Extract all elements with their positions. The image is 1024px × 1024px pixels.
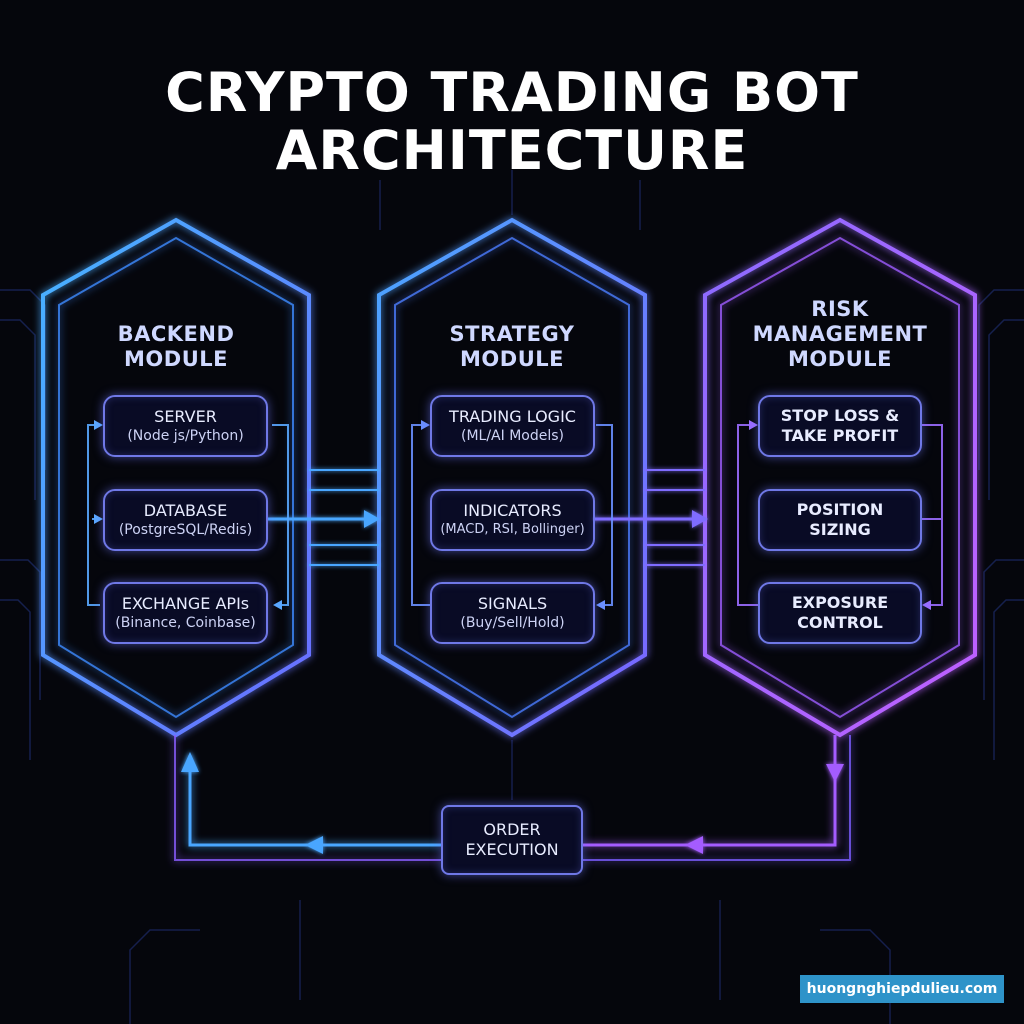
strategy-title: STRATEGY MODULE <box>412 322 612 372</box>
exposure-label: EXPOSURE <box>791 593 889 612</box>
sizing-label: SIZING <box>809 520 871 539</box>
backend-title-line1: BACKEND <box>117 322 235 346</box>
arrow-up-icon <box>181 752 199 772</box>
risk-hexagon <box>703 217 977 738</box>
exchange-apis-box: EXCHANGE APIs (Binance, Coinbase) <box>103 582 268 644</box>
strategy-to-risk-connector <box>592 469 705 566</box>
page-title-line2: ARCHITECTURE <box>275 119 749 182</box>
strategy-title-line2: MODULE <box>460 347 564 371</box>
server-label: SERVER <box>154 407 217 426</box>
strategy-hexagon <box>377 217 647 738</box>
arrow-to-strategy-icon <box>364 510 380 528</box>
risk-title-line1: RISK <box>811 297 869 321</box>
stop-loss-label: STOP LOSS & <box>780 406 900 425</box>
backend-title-line2: MODULE <box>124 347 228 371</box>
backend-title: BACKEND MODULE <box>76 322 276 372</box>
order-label: ORDER <box>483 820 541 839</box>
strategy-title-line1: STRATEGY <box>449 322 575 346</box>
trading-logic-box: TRADING LOGIC (ML/AI Models) <box>430 395 595 457</box>
page-title-line1: CRYPTO TRADING BOT <box>165 61 859 124</box>
arrow-down-icon <box>826 764 844 782</box>
exchange-apis-detail: (Binance, Coinbase) <box>115 615 256 631</box>
position-sizing-box: POSITION SIZING <box>758 489 922 551</box>
arrow-to-risk-icon <box>692 510 708 528</box>
position-label: POSITION <box>796 500 884 519</box>
database-box: DATABASE (PostgreSQL/Redis) <box>103 489 268 551</box>
exposure-control-box: EXPOSURE CONTROL <box>758 582 922 644</box>
database-detail: (PostgreSQL/Redis) <box>118 522 253 538</box>
indicators-box: INDICATORS (MACD, RSI, Bollinger) <box>430 489 595 551</box>
take-profit-label: TAKE PROFIT <box>781 426 899 445</box>
risk-title-line3: MODULE <box>788 347 892 371</box>
trading-logic-detail: (ML/AI Models) <box>460 428 564 444</box>
risk-title: RISK MANAGEMENT MODULE <box>740 297 940 372</box>
arrow-left-icon <box>685 836 703 854</box>
backend-to-strategy-connector <box>268 469 379 566</box>
signals-label: SIGNALS <box>477 594 548 613</box>
stop-loss-box: STOP LOSS & TAKE PROFIT <box>758 395 922 457</box>
control-label: CONTROL <box>797 613 883 632</box>
risk-title-line2: MANAGEMENT <box>752 322 928 346</box>
order-execution-box: ORDER EXECUTION <box>441 805 583 875</box>
execution-label: EXECUTION <box>465 840 559 859</box>
database-label: DATABASE <box>143 501 228 520</box>
trading-logic-label: TRADING LOGIC <box>449 407 576 426</box>
server-box: SERVER (Node js/Python) <box>103 395 268 457</box>
signals-detail: (Buy/Sell/Hold) <box>460 615 565 631</box>
circuit-background <box>0 170 1024 1024</box>
backend-hexagon <box>41 217 311 738</box>
arrow-left-icon <box>305 836 323 854</box>
exchange-apis-label: EXCHANGE APIs <box>121 594 250 613</box>
indicators-detail: (MACD, RSI, Bollinger) <box>440 522 585 537</box>
server-detail: (Node js/Python) <box>127 428 244 444</box>
signals-box: SIGNALS (Buy/Sell/Hold) <box>430 582 595 644</box>
indicators-label: INDICATORS <box>463 501 562 520</box>
watermark: huongnghiepdulieu.com <box>800 975 1004 1003</box>
